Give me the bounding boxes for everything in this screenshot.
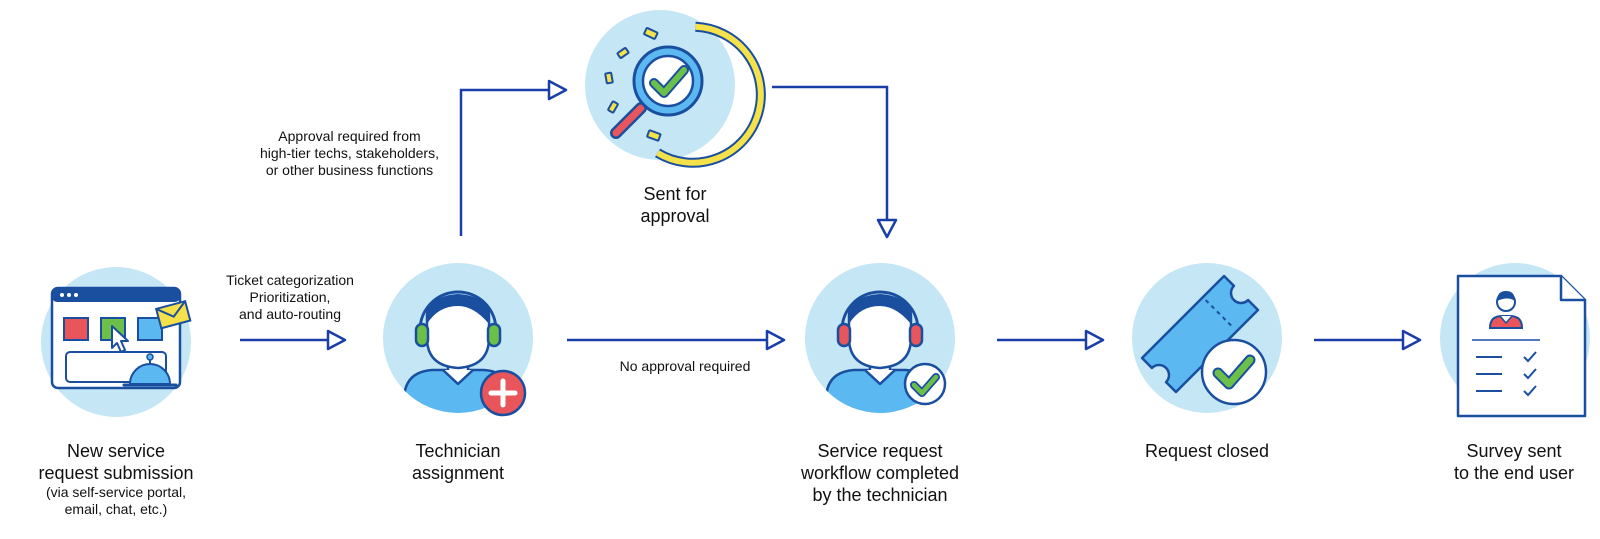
label-line: or other business functions [265, 162, 434, 178]
label-line: to the end user [1453, 463, 1575, 483]
label-line: Request closed [1144, 441, 1270, 461]
label-line: Approval required from [278, 128, 421, 144]
label-line: request submission [38, 463, 194, 483]
arrow-to-closed [997, 329, 1105, 351]
label-line: Prioritization, [249, 289, 331, 305]
label-line: high-tier techs, stakeholders, [260, 145, 439, 161]
label-line: Sent for [643, 184, 707, 204]
magnifier-check-icon [585, 10, 766, 168]
label-line: workflow completed [800, 463, 960, 483]
label-line: No approval required [619, 358, 751, 374]
technician-check-icon [805, 263, 955, 413]
label-line: Survey sent [1466, 441, 1562, 461]
arrow-to-survey [1314, 329, 1422, 351]
arrow-routing [240, 329, 347, 351]
label-line: New service [66, 441, 166, 461]
label-line: Service request [817, 441, 943, 461]
label-line: approval [640, 206, 710, 226]
step-closed-title: Request closed [1107, 440, 1307, 462]
label-line: assignment [411, 463, 505, 483]
browser-window-icon [41, 267, 192, 417]
label-line: by the technician [812, 485, 948, 505]
label-line: email, chat, etc.) [64, 501, 168, 517]
survey-document-icon [1440, 263, 1590, 418]
step-new-request-subtitle: (via self-service portal,email, chat, et… [16, 484, 216, 518]
label-line: and auto-routing [239, 306, 341, 322]
arrow-from-approval [772, 85, 898, 239]
ticket-check-icon [1132, 263, 1282, 413]
arrow-to-approval [459, 79, 568, 236]
edge-no-approval-label: No approval required [575, 358, 795, 375]
arrow-no-approval [567, 329, 786, 351]
label-line: Ticket categorization [226, 272, 354, 288]
label-line: (via self-service portal, [45, 484, 187, 500]
label-line: Technician [415, 441, 501, 461]
technician-add-icon [383, 263, 533, 417]
